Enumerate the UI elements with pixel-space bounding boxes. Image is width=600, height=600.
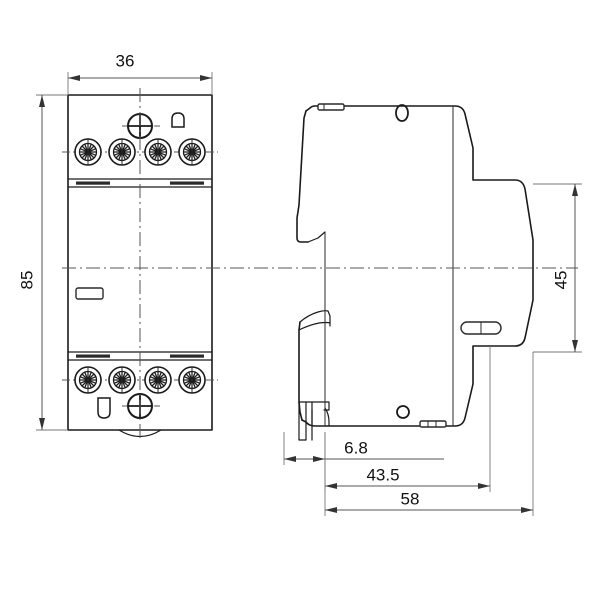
dimension-label-58: 58 (401, 489, 420, 508)
terminal-screw-bottom-1 (74, 366, 102, 394)
terminal-screw-top-2 (108, 138, 136, 166)
front-accent-mark-top-right (170, 181, 204, 185)
bottom-tab (419, 420, 447, 428)
dimension-label-6-8: 6.8 (344, 438, 368, 457)
manual-override-knob-top[interactable] (122, 113, 160, 139)
indicator-window-bottom (97, 397, 111, 419)
dimension-depth-6-8: 6.8 (283, 432, 444, 465)
terminal-screw-top-3 (144, 138, 172, 166)
terminal-screw-bottom-4 (178, 366, 206, 394)
front-accent-mark-bottom-left (76, 354, 110, 358)
dimension-height-85: 85 (17, 94, 68, 431)
terminal-screw-top-1 (74, 138, 102, 166)
dimension-width-36: 36 (67, 51, 213, 95)
side-view (62, 103, 578, 441)
dimension-depth-43-5: 43.5 (324, 346, 491, 492)
dimension-depth-58: 58 (324, 352, 534, 516)
terminal-screw-top-4 (178, 138, 206, 166)
side-back-upper (296, 110, 309, 243)
dimension-label-43-5: 43.5 (366, 465, 399, 484)
side-upper-shoulder (307, 231, 326, 243)
side-latch-slot[interactable] (460, 321, 502, 335)
dimension-label-85: 85 (17, 271, 36, 290)
terminal-screw-bottom-2 (108, 366, 136, 394)
top-mounting-hole (395, 104, 409, 122)
dimension-label-36: 36 (116, 51, 135, 70)
top-tab (317, 103, 345, 111)
terminal-screw-bottom-3 (144, 366, 172, 394)
din-rail-clip[interactable] (298, 310, 331, 441)
label-slot (75, 287, 104, 300)
front-view (62, 88, 218, 440)
bottom-mounting-hole (396, 405, 410, 419)
side-outer-profile (301, 105, 534, 427)
dimension-height-45: 45 (533, 183, 582, 353)
manual-override-knob-bottom[interactable] (122, 393, 160, 419)
front-accent-mark-bottom-right (170, 354, 204, 358)
dimension-label-45: 45 (551, 271, 570, 290)
front-accent-mark-top-left (76, 181, 110, 185)
indicator-window-top (171, 112, 185, 128)
